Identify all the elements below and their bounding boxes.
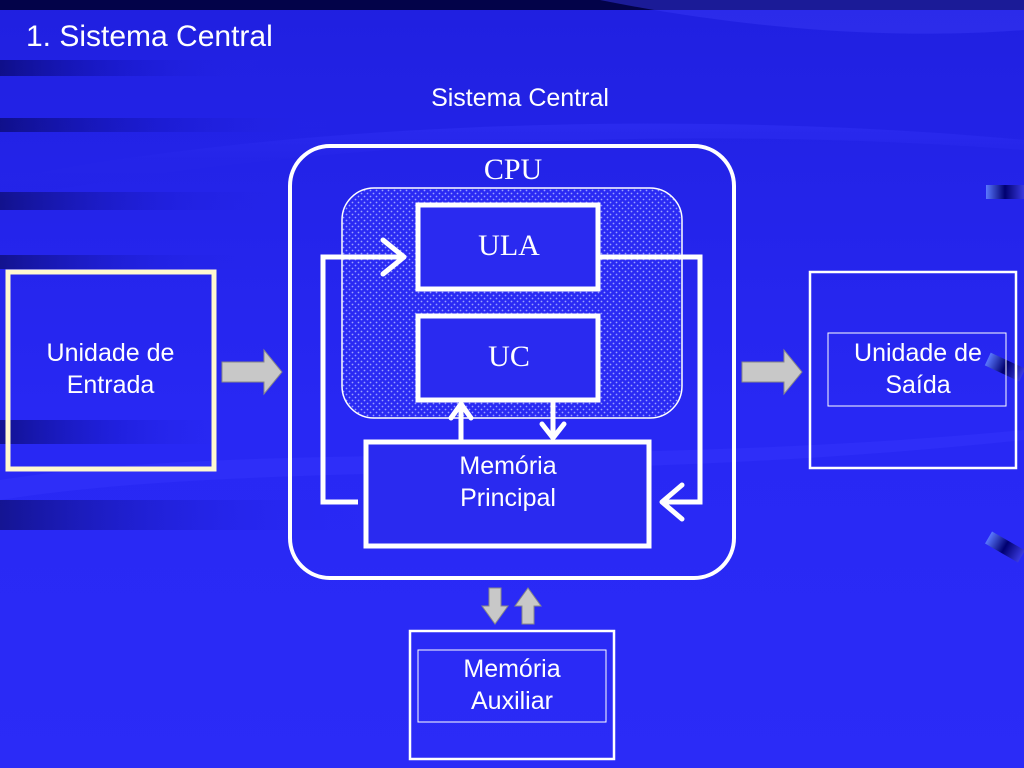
arrowhead-ula (380, 237, 407, 277)
unidade-entrada-line2: Entrada (66, 371, 155, 399)
memoria-auxiliar-box (408, 629, 616, 761)
unidade-saida-line2: Saída (885, 371, 951, 399)
unidade-saida-line1: Unidade de (854, 339, 982, 367)
memoria-principal-label: Memória Principal (368, 450, 648, 514)
uc-box (415, 313, 601, 403)
unidade-saida-box (808, 270, 1018, 470)
ula-box (415, 202, 601, 292)
block-arrow-down-auxiliar (481, 587, 509, 625)
sistema-central-box (288, 144, 736, 580)
unidade-entrada-label: Unidade de Entrada (8, 337, 213, 401)
diagram-title: Sistema Central (431, 84, 609, 112)
memoria-auxiliar-label: Memória Auxiliar (418, 653, 606, 717)
unidade-saida-label: Unidade de Saída (830, 337, 1006, 401)
unidade-saida-inner-box (827, 332, 1007, 407)
memoria-principal-line1: Memória (459, 452, 557, 480)
memoria-auxiliar-line2: Auxiliar (471, 687, 553, 715)
memoria-principal-line2: Principal (460, 484, 556, 512)
arrowhead-memoria-down (539, 421, 567, 441)
uc-label: UC (488, 340, 530, 373)
arrowhead-uc (448, 401, 474, 421)
block-arrow-entrada (221, 348, 283, 396)
unidade-entrada-line1: Unidade de (46, 339, 175, 367)
cpu-label: CPU (483, 153, 543, 186)
memoria-principal-box (363, 439, 652, 549)
arrow-memoria-to-ula (320, 254, 402, 505)
arrow-ula-to-memoria (600, 254, 703, 505)
block-arrow-up-auxiliar (514, 587, 542, 625)
unidade-entrada-box (5, 269, 217, 472)
memoria-auxiliar-line1: Memória (463, 655, 561, 683)
ula-label: ULA (478, 229, 540, 262)
arrowhead-memoria-right (659, 482, 685, 522)
block-arrow-saida (741, 348, 803, 396)
slide-title: 1. Sistema Central (26, 20, 273, 53)
memoria-auxiliar-inner-box (417, 649, 607, 723)
